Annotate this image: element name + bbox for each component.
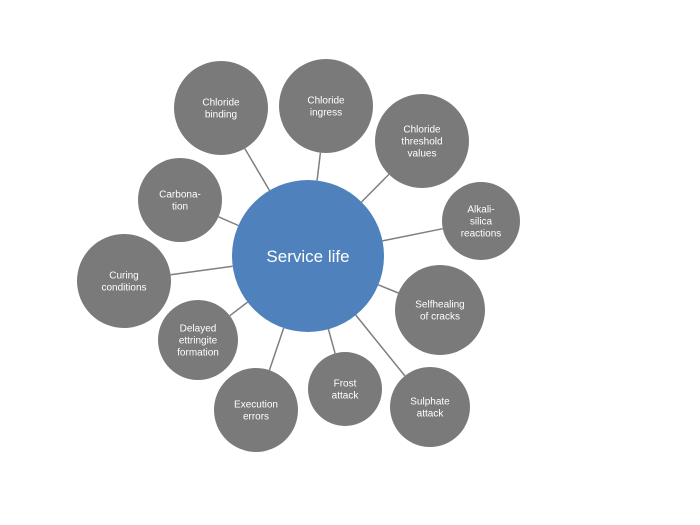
node-label-line: tion bbox=[172, 202, 188, 213]
node-label-carbonation: Carbona-tion bbox=[159, 190, 201, 213]
node-circle-delayed-ettringite-formation bbox=[158, 300, 238, 380]
node-circle-frost-attack bbox=[308, 352, 382, 426]
node-carbonation: Carbona-tion bbox=[138, 158, 222, 242]
node-label-line: values bbox=[408, 149, 437, 160]
node-label-line: Frost bbox=[334, 379, 357, 390]
node-label-line: silica bbox=[470, 217, 493, 228]
link-alkali-silica-reactions bbox=[382, 227, 443, 242]
node-label-line: Carbona- bbox=[159, 190, 201, 201]
center-node: Service life bbox=[232, 180, 384, 332]
link-sulphate-attack bbox=[355, 314, 406, 377]
node-label-line: ettringite bbox=[179, 336, 218, 347]
node-label-line: Execution bbox=[234, 400, 278, 411]
link-frost-attack bbox=[327, 328, 336, 354]
node-label-line: Delayed bbox=[180, 324, 217, 335]
node-label-line: of cracks bbox=[420, 312, 460, 323]
link-selfhealing-of-cracks bbox=[378, 284, 399, 294]
node-label-line: attack bbox=[417, 409, 445, 420]
node-label-line: Sulphate bbox=[410, 397, 450, 408]
node-circle-selfhealing-of-cracks bbox=[395, 265, 485, 355]
link-chloride-threshold-values bbox=[360, 173, 390, 203]
node-circle-chloride-ingress bbox=[279, 59, 373, 153]
node-circle-carbonation bbox=[138, 158, 222, 242]
center-label: Service life bbox=[266, 247, 349, 266]
link-chloride-ingress bbox=[316, 152, 322, 181]
link-carbonation bbox=[218, 216, 239, 227]
node-label-line: Chloride bbox=[307, 96, 345, 107]
node-label-line: Selfhealing bbox=[415, 300, 464, 311]
node-label-line: ingress bbox=[310, 108, 342, 119]
node-label-line: reactions bbox=[461, 229, 502, 240]
link-curing-conditions bbox=[170, 265, 233, 276]
link-delayed-ettringite-formation bbox=[229, 301, 249, 317]
node-circle-sulphate-attack bbox=[390, 367, 470, 447]
center-circle bbox=[232, 180, 384, 332]
link-execution-errors bbox=[268, 327, 285, 371]
node-circle-alkali-silica-reactions bbox=[442, 182, 520, 260]
node-label-line: attack bbox=[332, 391, 360, 402]
link-chloride-binding bbox=[244, 148, 271, 191]
node-label-line: threshold bbox=[401, 137, 442, 148]
node-label-line: errors bbox=[243, 412, 269, 423]
node-circle-chloride-binding bbox=[174, 61, 268, 155]
links-layer bbox=[170, 148, 443, 377]
node-label-line: formation bbox=[177, 348, 219, 359]
node-label-line: Chloride bbox=[202, 98, 240, 109]
node-label-line: Chloride bbox=[403, 125, 441, 136]
node-label-line: Curing bbox=[109, 271, 138, 282]
node-circle-execution-errors bbox=[214, 368, 298, 452]
node-label-line: binding bbox=[205, 110, 237, 121]
node-circle-curing-conditions bbox=[77, 234, 171, 328]
node-label-line: conditions bbox=[101, 283, 146, 294]
node-circle-chloride-threshold-values bbox=[375, 94, 469, 188]
node-label-line: Alkali- bbox=[467, 205, 494, 216]
